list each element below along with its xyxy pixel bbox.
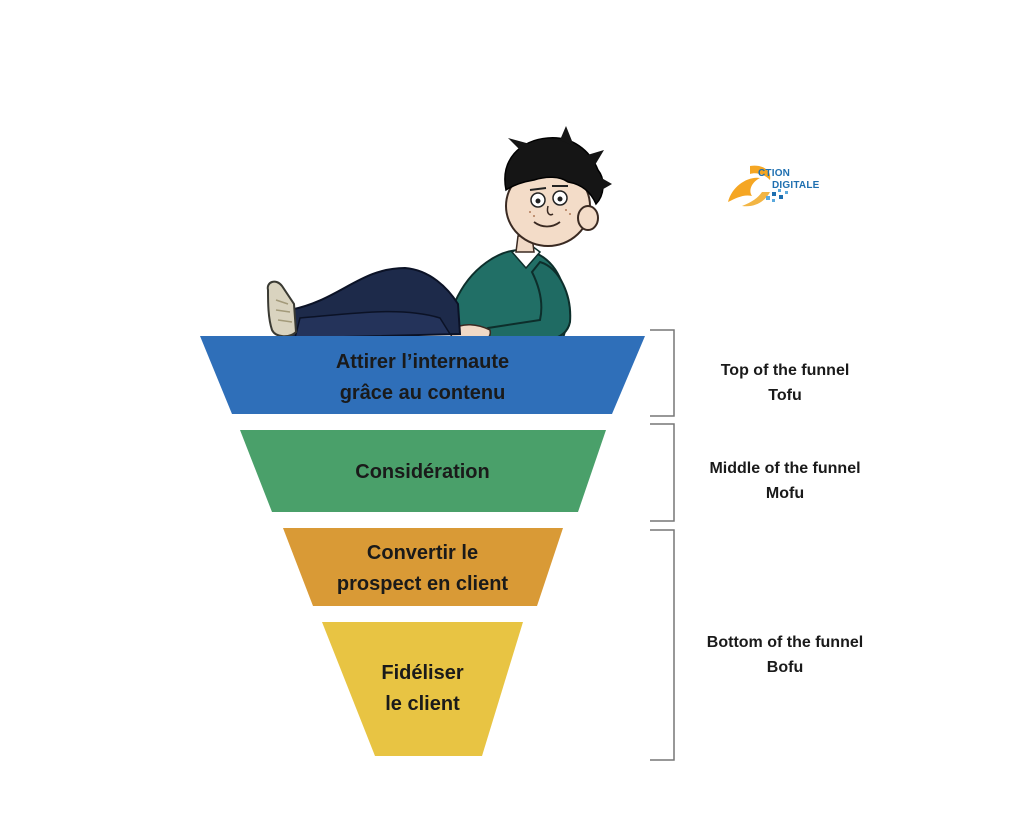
action-digitale-logo: CTION DIGITALE <box>722 162 834 212</box>
phase-label-mofu-line1: Middle of the funnel <box>670 456 900 481</box>
phase-label-tofu-line2: Tofu <box>670 383 900 408</box>
funnel-stage-attirer <box>200 336 645 414</box>
reclining-boy-illustration <box>268 126 612 344</box>
logo-text-line1: CTION <box>758 168 790 179</box>
phase-label-bofu-line1: Bottom of the funnel <box>670 630 900 655</box>
funnel-stage-convertir <box>283 528 563 606</box>
phase-label-tofu: Top of the funnel Tofu <box>670 358 900 408</box>
funnel-stage-consideration <box>240 430 606 512</box>
phase-label-bofu: Bottom of the funnel Bofu <box>670 630 900 680</box>
phase-label-mofu-line2: Mofu <box>670 481 900 506</box>
funnel-stages <box>200 336 645 756</box>
phase-label-tofu-line1: Top of the funnel <box>670 358 900 383</box>
logo-text-line2: DIGITALE <box>772 180 820 191</box>
phase-label-bofu-line2: Bofu <box>670 655 900 680</box>
phase-label-mofu: Middle of the funnel Mofu <box>670 456 900 506</box>
funnel-stage-fideliser <box>322 622 523 756</box>
